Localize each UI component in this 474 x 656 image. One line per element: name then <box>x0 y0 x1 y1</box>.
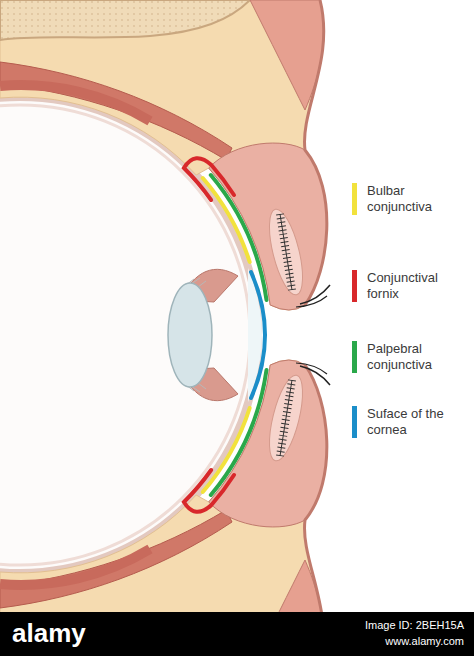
legend-row: Palpebral conjunctiva <box>352 341 467 373</box>
legend-row: Suface of the cornea <box>352 406 467 438</box>
upper-eyelid <box>0 0 330 310</box>
legend-text: Palpebral conjunctiva <box>367 341 467 373</box>
legend-swatch <box>352 183 357 215</box>
legend-swatch <box>352 270 357 302</box>
legend-text: Bulbar conjunctiva <box>367 183 467 215</box>
watermark-bar <box>0 612 474 656</box>
lens <box>168 283 212 387</box>
watermark-id: Image ID: 2BEH15A <box>365 619 464 632</box>
watermark-logo: alamy <box>12 618 86 649</box>
legend-text: Conjunctival fornix <box>367 270 467 302</box>
cornea <box>248 268 262 402</box>
legend-text: Suface of the cornea <box>367 406 467 438</box>
lower-eyelid <box>0 360 330 656</box>
legend-swatch <box>352 406 357 438</box>
cornea-surface-line <box>251 272 265 398</box>
legend-row: Bulbar conjunctiva <box>352 183 467 215</box>
watermark-url: www.alamy.com <box>385 635 464 648</box>
legend-row: Conjunctival fornix <box>352 270 467 302</box>
legend-swatch <box>352 341 357 373</box>
